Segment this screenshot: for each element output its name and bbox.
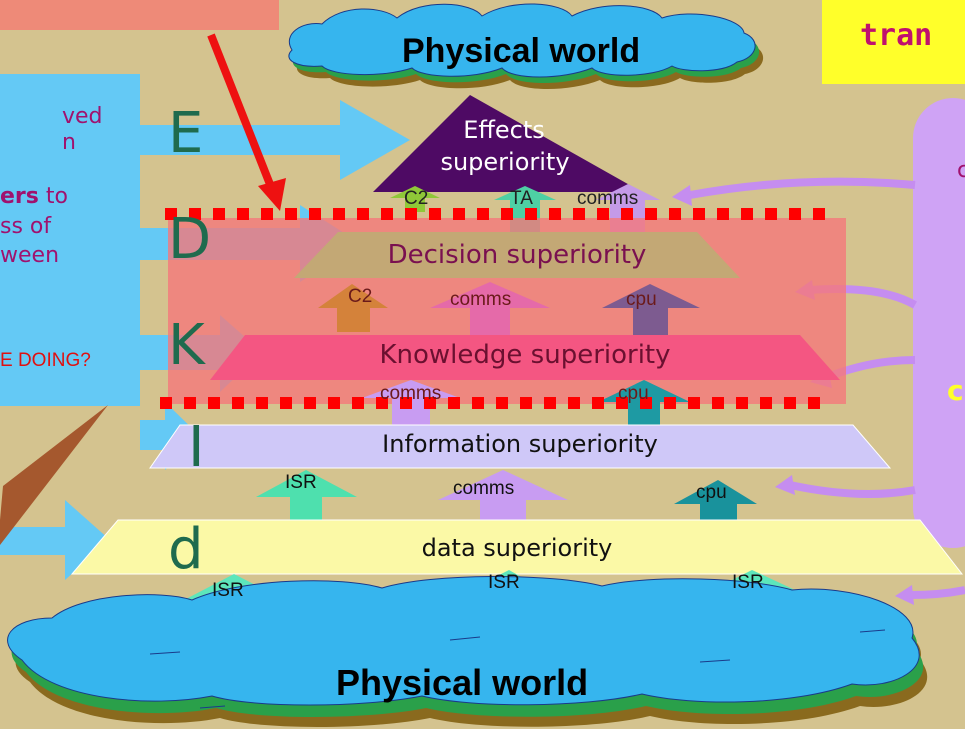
right-fragment-top: c [957, 158, 965, 183]
purple-arrow-1 [689, 177, 916, 199]
cloud-texture-lines [149, 629, 886, 709]
information-label: Information superiority [382, 430, 658, 458]
left-line-5: ween [0, 243, 60, 268]
left-bold-fragment: ers [0, 184, 39, 209]
data-arrow-isr-3-label: ISR [732, 572, 764, 593]
letter-i: I [188, 415, 205, 480]
left-line-3-rest: to [38, 184, 68, 209]
corner-note-text: tran [860, 18, 933, 53]
right-panel: c c [913, 98, 965, 548]
letter-d: D [168, 207, 212, 272]
blue-arrow-i [140, 402, 200, 470]
effects-arrow-comms-label: comms [577, 188, 639, 209]
letter-e: E [168, 101, 204, 166]
effects-triangle [373, 95, 642, 192]
info-arrow-comms [438, 470, 568, 528]
knowledge-arrow-cpu-label: cpu [618, 383, 649, 404]
decision-arrow-comms-label: comms [450, 289, 512, 310]
data-arrow-isr-2-label: ISR [488, 572, 520, 593]
left-line-4: ss of [0, 214, 52, 239]
top-banner [0, 0, 279, 30]
data-label: data superiority [421, 534, 613, 562]
left-question: E DOING? [0, 350, 91, 371]
physical-world-bottom-label: Physical world [336, 662, 589, 703]
data-arrow-isr-1-label: ISR [212, 580, 244, 601]
info-arrow-comms-label: comms [453, 478, 515, 499]
effects-label-line1: Effects [463, 116, 545, 144]
effects-arrow-ta-label: TA [510, 188, 533, 209]
left-line-3: ers to [0, 184, 68, 209]
red-arrow [207, 33, 286, 211]
decision-layer [294, 232, 740, 278]
info-arrow-isr-label: ISR [285, 472, 317, 493]
decision-arrow-cpu [602, 284, 700, 338]
knowledge-arrow-comms-label: comms [380, 383, 442, 404]
corner-note: tran [822, 0, 965, 84]
knowledge-label: Knowledge superiority [379, 340, 671, 370]
effects-label-line2: superiority [440, 148, 570, 176]
left-line-2: n [62, 130, 76, 155]
effects-arrow-c2-label: C2 [404, 188, 429, 209]
decision-label: Decision superiority [387, 240, 647, 270]
left-explanation-panel: ved n ers to ss of ween E DOING? [0, 74, 140, 406]
effects-arrow-c2 [390, 186, 440, 212]
left-line-1: ved [62, 104, 103, 129]
data-layer [70, 519, 964, 575]
blue-arrow-e [140, 100, 410, 180]
letter-d-lower: d [168, 517, 204, 582]
information-layer [149, 424, 892, 469]
bottom-cloud [7, 575, 928, 727]
info-arrow-isr [256, 470, 357, 525]
knowledge-layer [210, 335, 840, 380]
physical-world-top-label: Physical world [402, 32, 641, 70]
info-arrow-cpu [674, 480, 757, 530]
right-fragment-mid: c [947, 374, 964, 407]
top-cloud [288, 3, 764, 90]
decision-arrow-comms [430, 282, 550, 345]
decision-arrow-c2-label: C2 [348, 286, 373, 307]
letter-k: K [168, 313, 205, 378]
decision-arrow-c2 [318, 284, 388, 332]
pointer-wedge [0, 405, 108, 545]
info-arrow-cpu-label: cpu [696, 482, 727, 503]
blue-arrow-d-lower [0, 500, 110, 580]
decision-arrow-cpu-label: cpu [626, 289, 657, 310]
purple-arrow-4 [789, 481, 916, 498]
purple-arrow-5 [909, 586, 965, 599]
